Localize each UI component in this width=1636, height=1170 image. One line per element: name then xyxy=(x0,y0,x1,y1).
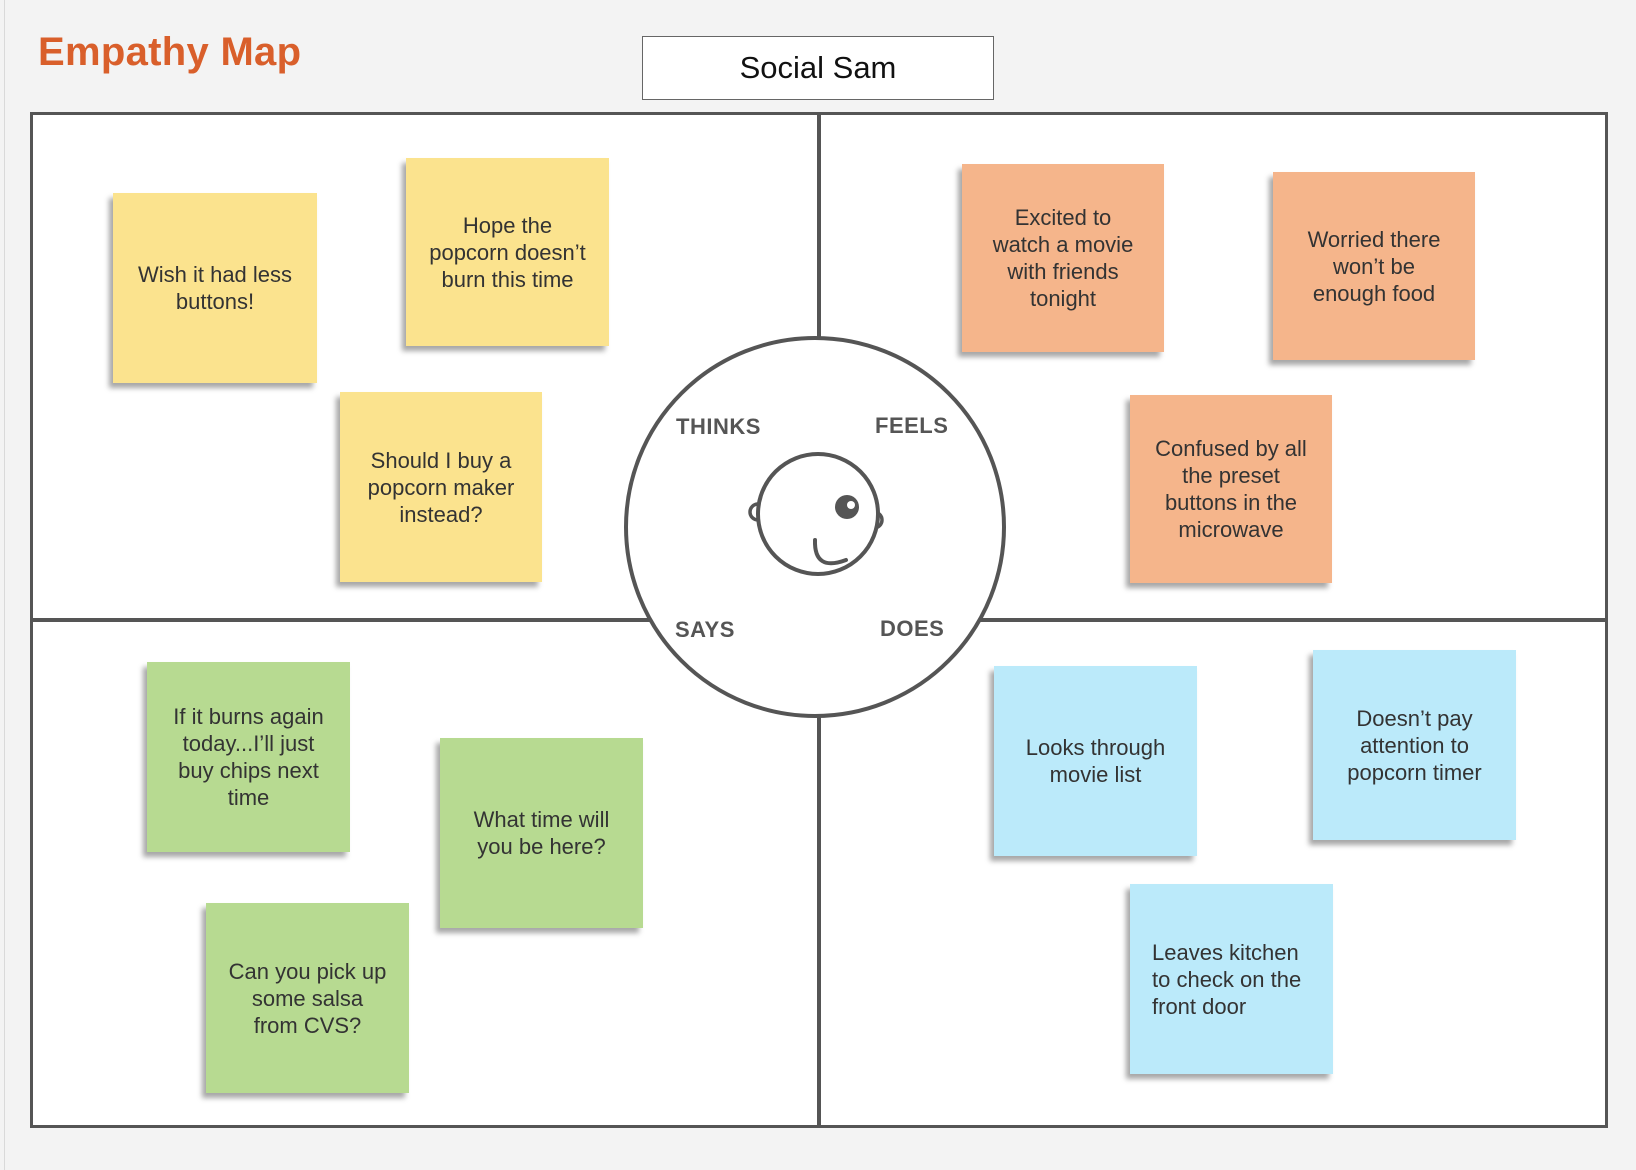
note-text: Excited to watch a movie with friends to… xyxy=(992,205,1134,311)
does-label: DOES xyxy=(880,616,945,641)
persona-name: Social Sam xyxy=(739,50,897,85)
note-text: Should I buy a popcorn maker instead? xyxy=(367,447,515,527)
note-text: Can you pick up some salsa from CVS? xyxy=(228,958,387,1038)
note-text: Wish it had less buttons! xyxy=(137,262,293,314)
note-text: Looks through movie list xyxy=(1025,735,1166,787)
feels-note[interactable]: Confused by all the preset buttons in th… xyxy=(1130,395,1332,583)
does-note[interactable]: Looks through movie list xyxy=(994,666,1197,856)
face-icon xyxy=(748,452,884,576)
feels-note[interactable]: Excited to watch a movie with friends to… xyxy=(962,164,1164,352)
says-label: SAYS xyxy=(675,617,735,642)
thinks-note[interactable]: Wish it had less buttons! xyxy=(113,193,317,383)
note-text: What time will you be here? xyxy=(473,807,610,859)
thinks-note[interactable]: Hope the popcorn doesn’t burn this time xyxy=(406,158,609,346)
feels-note[interactable]: Worried there won’t be enough food xyxy=(1273,172,1475,360)
note-text: Worried there won’t be enough food xyxy=(1307,226,1441,306)
does-note[interactable]: Doesn’t pay attention to popcorn timer xyxy=(1313,650,1516,840)
does-note[interactable]: Leaves kitchen to check on the front doo… xyxy=(1130,884,1333,1074)
persona-name-box[interactable]: Social Sam xyxy=(642,36,994,100)
feels-label: FEELS xyxy=(875,413,949,438)
note-text: Leaves kitchen to check on the front doo… xyxy=(1152,939,1302,1019)
says-note[interactable]: If it burns again today...I’ll just buy … xyxy=(147,662,350,852)
note-text: Hope the popcorn doesn’t burn this time xyxy=(429,212,586,292)
note-text: If it burns again today...I’ll just buy … xyxy=(173,704,324,810)
says-note[interactable]: What time will you be here? xyxy=(440,738,643,928)
page-title: Empathy Map xyxy=(38,30,302,74)
note-text: Confused by all the preset buttons in th… xyxy=(1155,436,1307,542)
says-note[interactable]: Can you pick up some salsa from CVS? xyxy=(206,903,409,1093)
thinks-note[interactable]: Should I buy a popcorn maker instead? xyxy=(340,392,542,582)
page-edge xyxy=(4,0,5,1170)
note-text: Doesn’t pay attention to popcorn timer xyxy=(1347,705,1482,785)
thinks-label: THINKS xyxy=(676,414,761,439)
